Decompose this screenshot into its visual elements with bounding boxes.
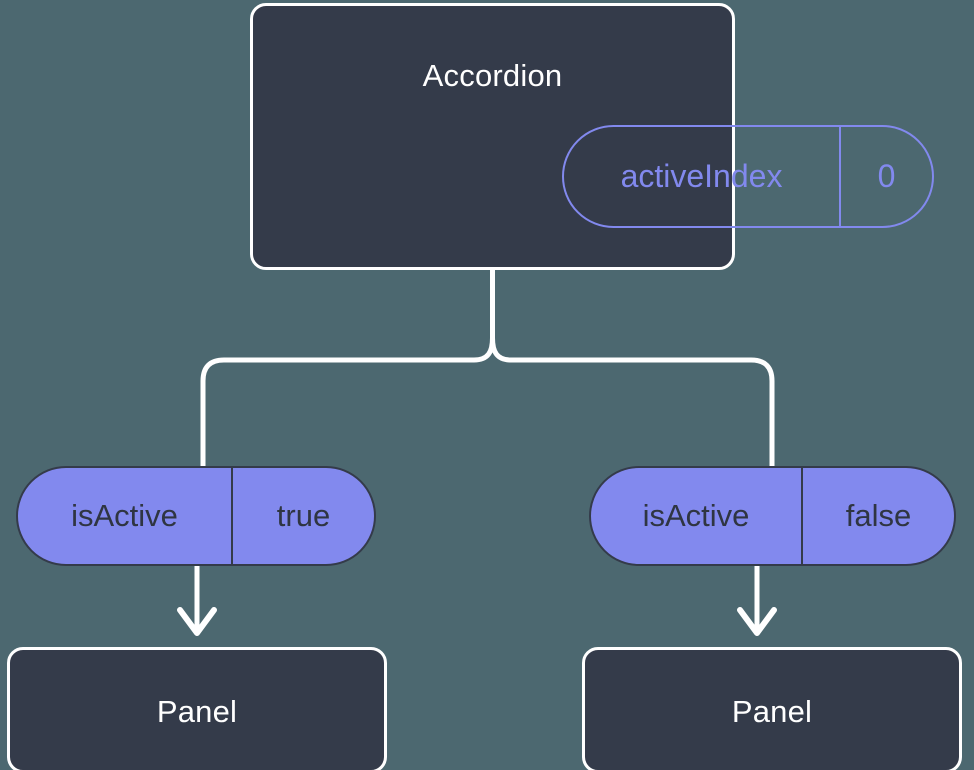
prop-key-label: isActive (591, 468, 803, 564)
edge-split-junction-right (490, 335, 775, 469)
prop-value-label: false (845, 498, 912, 533)
state-pill-activeindex[interactable]: activeIndex 0 (562, 125, 934, 228)
prop-pill-isactive-true[interactable]: isActive true (16, 466, 376, 566)
arrow-left-prop-to-panel (177, 566, 217, 636)
arrow-right-prop-to-panel (737, 566, 777, 636)
prop-pill-isactive-false[interactable]: isActive false (589, 466, 956, 566)
accordion-title: Accordion (422, 58, 563, 93)
panel-title: Panel (731, 694, 813, 729)
state-key-label: activeIndex (564, 127, 841, 226)
prop-value-label: true (276, 498, 331, 533)
panel-card-left[interactable]: Panel (7, 647, 387, 770)
edge-split-junction (200, 335, 495, 469)
state-value-label: 0 (877, 158, 896, 194)
panel-title: Panel (156, 694, 238, 729)
accordion-component-card[interactable]: Accordion activeIndex 0 (250, 3, 934, 270)
panel-card-right[interactable]: Panel (582, 647, 962, 770)
prop-key-label: isActive (18, 468, 233, 564)
